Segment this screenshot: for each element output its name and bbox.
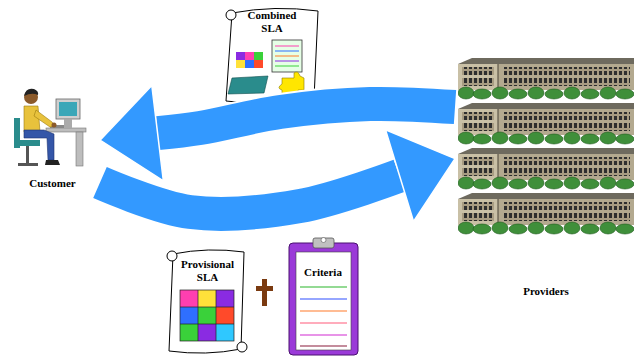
provider-buildings — [458, 103, 634, 144]
customer-figure — [45, 160, 60, 165]
provisional-sla-scroll — [180, 324, 198, 341]
arrow-head — [386, 130, 455, 222]
node-label: Provisional SLA — [177, 258, 239, 283]
provider-buildings — [458, 58, 634, 99]
customer-figure — [56, 99, 80, 119]
provisional-sla-scroll — [167, 251, 177, 261]
combined-sla-scroll — [236, 52, 245, 60]
plus-symbol — [262, 279, 267, 306]
provisional-sla-scroll — [216, 290, 217, 341]
provider-buildings — [458, 148, 634, 189]
combined-sla-scroll — [275, 46, 299, 47]
customer-figure — [24, 106, 40, 132]
criteria-clipboard — [300, 310, 347, 311]
node-label: Combined SLA — [240, 9, 304, 34]
criteria-clipboard — [289, 243, 358, 355]
combined-sla-scroll — [226, 8, 318, 103]
customer-figure — [52, 123, 57, 128]
criteria-clipboard — [300, 322, 347, 323]
provider-buildings — [458, 193, 634, 234]
criteria-clipboard — [296, 252, 351, 350]
provisional-sla-scroll — [180, 307, 234, 308]
provisional-sla-scroll — [198, 307, 216, 324]
provisional-sla-scroll — [180, 290, 234, 341]
plus-symbol — [256, 279, 273, 306]
combined-sla-scroll — [226, 8, 320, 103]
customer-figure — [59, 102, 77, 116]
customer-figure — [64, 119, 72, 128]
combined-sla-scroll — [245, 60, 254, 68]
criteria-clipboard — [321, 238, 326, 243]
provisional-sla-scroll — [169, 250, 244, 353]
combined-sla-scroll — [254, 60, 263, 68]
combined-sla-scroll — [275, 56, 299, 57]
combined-sla-scroll — [228, 76, 268, 94]
criteria-clipboard — [300, 286, 347, 287]
customer-figure — [14, 89, 86, 166]
provisional-sla-scroll — [198, 290, 216, 307]
provisional-sla-scroll — [198, 324, 216, 341]
provisional-sla-scroll — [237, 342, 247, 352]
building-node: Providers — [455, 40, 637, 298]
combined-sla-scroll — [275, 61, 299, 62]
criteria-clipboard — [289, 238, 358, 356]
criteria-clipboard — [300, 334, 347, 335]
plus-symbol — [256, 286, 273, 291]
actor-node: Customer — [5, 85, 100, 191]
arrow-band — [100, 176, 400, 214]
provisional-sla-scroll — [216, 324, 234, 341]
combined-sla-scroll — [254, 52, 263, 60]
provider-buildings — [458, 58, 634, 234]
provisional-sla-scroll — [180, 324, 234, 325]
provisional-sla-scroll — [180, 290, 234, 341]
customer-figure — [16, 140, 40, 146]
arrow-outline — [100, 176, 400, 214]
provisional-sla-scroll — [167, 250, 247, 353]
scroll-node: Combined SLA — [222, 3, 322, 108]
customer-figure — [18, 163, 38, 166]
provisional-sla-scroll — [180, 307, 198, 324]
customer-figure — [26, 146, 29, 164]
combined-sla-scroll — [275, 51, 299, 52]
criteria-clipboard — [300, 345, 347, 346]
combined-sla-scroll — [236, 60, 245, 68]
flow-arrow — [100, 130, 455, 222]
combined-sla-scroll — [245, 52, 254, 60]
customer-figure — [24, 89, 38, 96]
provisional-sla-scroll — [216, 307, 234, 324]
combined-sla-scroll — [226, 10, 236, 20]
clipboard-node: Criteria — [287, 238, 359, 356]
criteria-clipboard — [300, 298, 347, 299]
arrow-outline — [158, 104, 455, 133]
provisional-sla-scroll — [198, 290, 199, 341]
customer-figure — [46, 128, 86, 132]
node-label: Providers — [523, 285, 569, 298]
criteria-clipboard — [313, 238, 334, 248]
provisional-sla-scroll — [216, 290, 234, 307]
scroll-node: Provisional SLA — [165, 248, 250, 356]
node-label: Criteria — [304, 266, 342, 279]
customer-figure — [24, 130, 54, 160]
arrow-band — [158, 104, 455, 133]
node-label: Customer — [29, 177, 75, 190]
combined-sla-scroll — [272, 40, 302, 72]
customer-figure — [76, 132, 83, 166]
combined-sla-scroll — [275, 66, 299, 67]
provisional-sla-scroll — [180, 290, 198, 307]
